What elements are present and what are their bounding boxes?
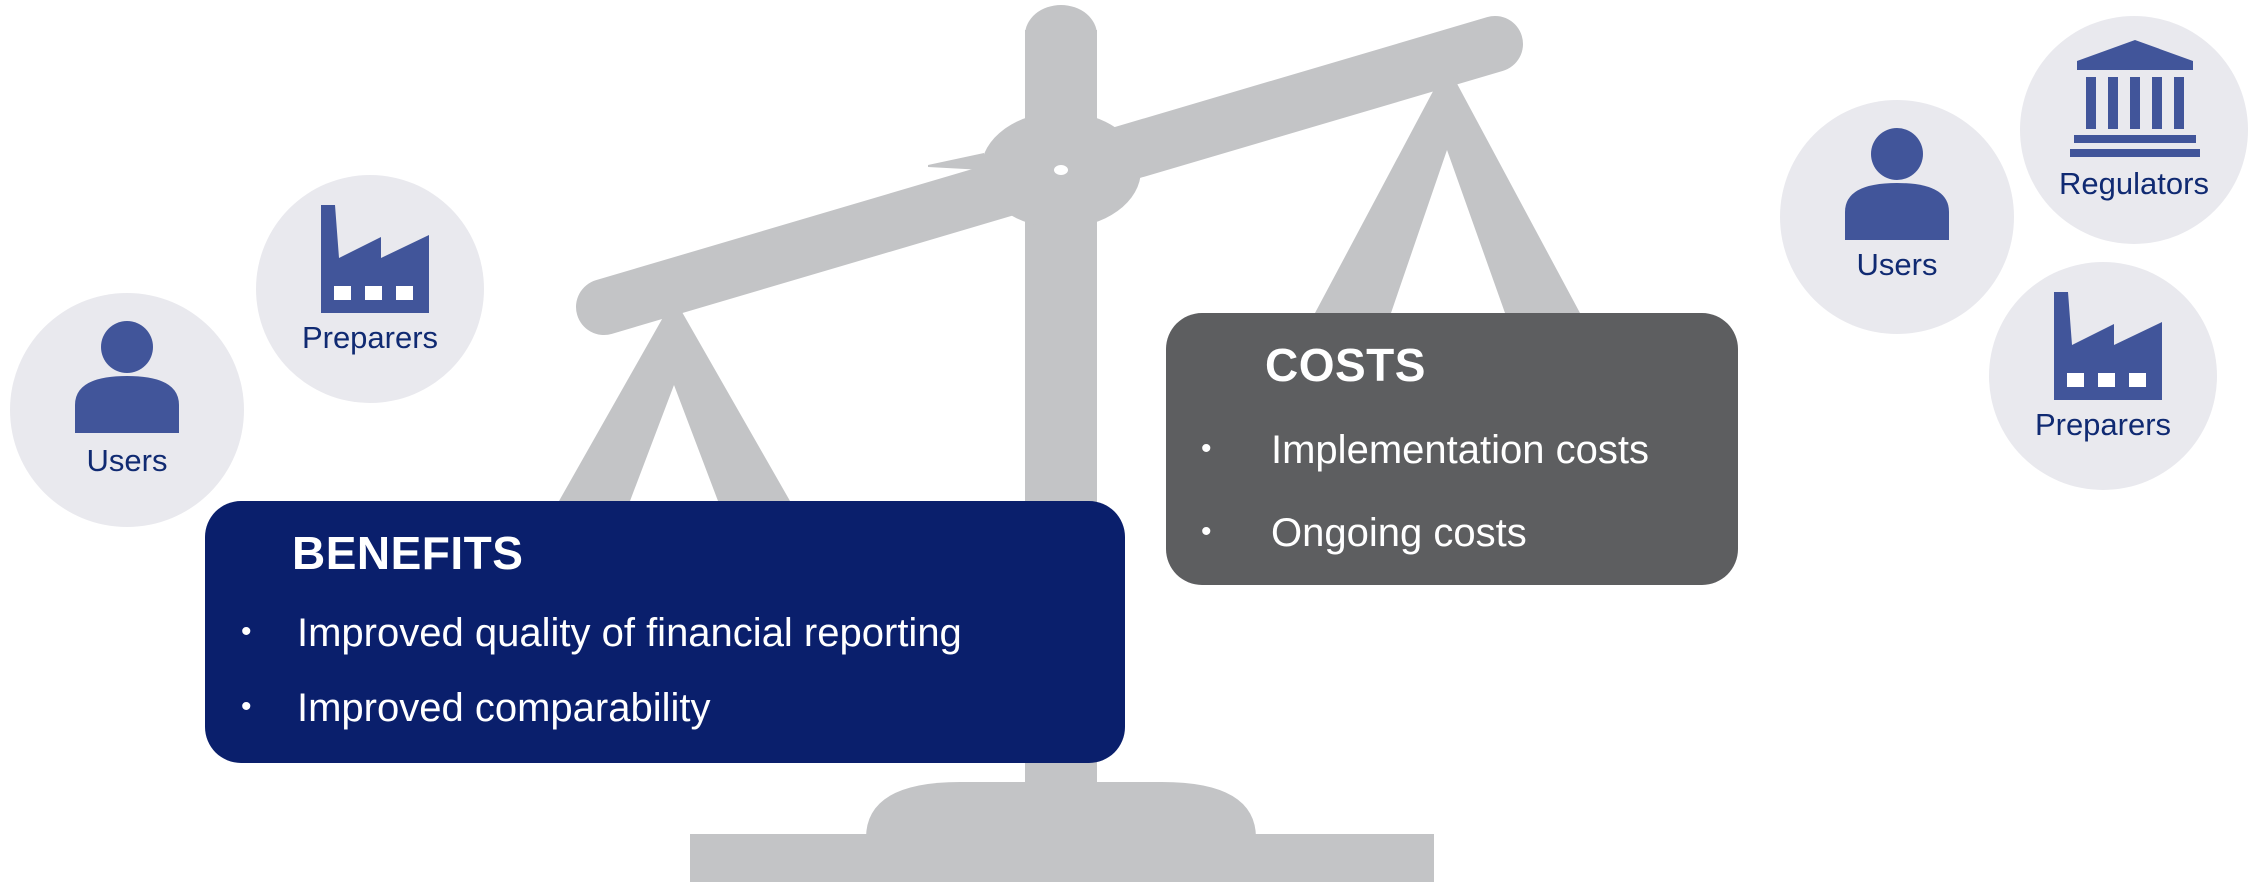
benefit-item-text: Improved comparability <box>297 686 711 730</box>
left-pan-hanger <box>559 298 790 501</box>
person-icon <box>75 321 179 433</box>
benefits-panel: BENEFITS • Improved quality of financial… <box>205 501 1125 763</box>
benefit-item: • Improved quality of financial reportin… <box>241 611 962 686</box>
factory-icon <box>2054 292 2162 400</box>
right-pan-hanger <box>1315 65 1580 313</box>
benefits-list: • Improved quality of financial reportin… <box>241 611 962 761</box>
stakeholder-users-right: Users <box>1780 100 2014 334</box>
stakeholder-label: Users <box>1856 247 1938 282</box>
bullet: • <box>1201 515 1212 548</box>
benefit-item: • Improved comparability <box>241 686 962 761</box>
stakeholder-label: Regulators <box>2059 166 2209 201</box>
cost-item-text: Implementation costs <box>1271 428 1649 472</box>
scale-base <box>690 834 1434 882</box>
cost-item: • Ongoing costs <box>1201 511 1649 594</box>
stakeholder-label: Preparers <box>2034 407 2172 442</box>
cost-item: • Implementation costs <box>1201 428 1649 511</box>
stakeholder-users-left: Users <box>10 293 244 527</box>
costs-title: COSTS <box>1265 339 1426 391</box>
benefits-title: BENEFITS <box>292 527 524 579</box>
stakeholder-regulators: Regulators <box>2020 16 2248 244</box>
government-building-icon <box>2070 40 2200 157</box>
costs-panel: COSTS • Implementation costs • Ongoing c… <box>1166 313 1738 585</box>
factory-icon <box>321 205 429 313</box>
stakeholder-preparers-right: Preparers <box>1989 262 2217 490</box>
costs-list: • Implementation costs • Ongoing costs <box>1201 428 1649 594</box>
person-icon <box>1845 128 1949 240</box>
stakeholder-preparers-left: Preparers <box>256 175 484 403</box>
stakeholder-label: Users <box>86 443 168 478</box>
stakeholder-label: Preparers <box>301 320 439 355</box>
bullet: • <box>1201 432 1212 465</box>
bullet: • <box>241 690 252 723</box>
bullet: • <box>241 615 252 648</box>
benefit-item-text: Improved quality of financial reporting <box>297 611 962 655</box>
cost-item-text: Ongoing costs <box>1271 511 1527 555</box>
